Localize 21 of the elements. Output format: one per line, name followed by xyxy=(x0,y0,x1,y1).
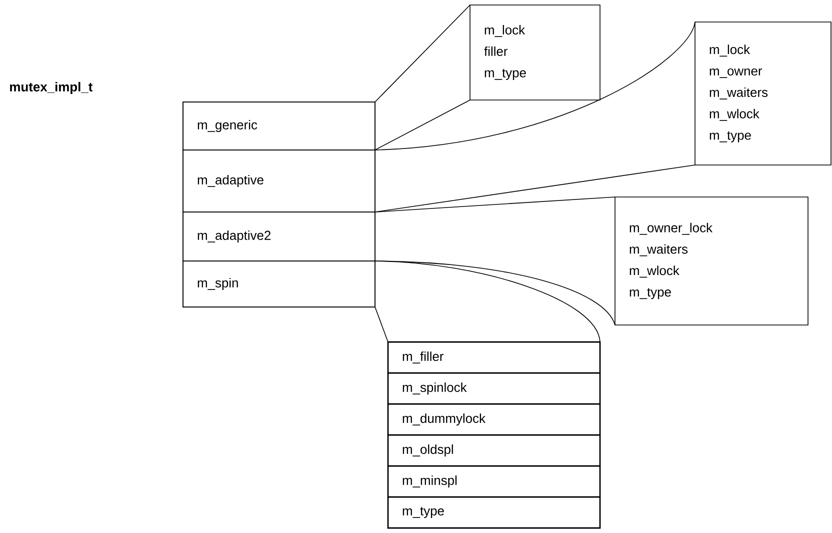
field-cell: m_type xyxy=(387,496,601,529)
struct-box: m_lock filler m_type xyxy=(470,4,600,100)
field-cell: m_filler xyxy=(387,341,601,374)
connector-line xyxy=(374,260,600,342)
field-cell: m_adaptive xyxy=(182,150,376,212)
struct-box: m_lock m_owner m_waiters m_wlock m_type xyxy=(694,22,832,166)
connector-line xyxy=(374,22,696,150)
field-cell: m_minspl xyxy=(387,465,601,498)
field-cell: m_adaptive2 xyxy=(182,212,376,262)
connector-line xyxy=(374,196,616,212)
field-cell: m_oldspl xyxy=(387,434,601,467)
field-cell: m_generic xyxy=(182,102,376,150)
field-cell: m_dummylock xyxy=(387,403,601,436)
struct-box: m_owner_lock m_waiters m_wlock m_type xyxy=(614,196,808,326)
connector-line xyxy=(374,164,696,212)
title: mutex_impl_t xyxy=(10,82,93,94)
field-cell: m_spin xyxy=(182,260,376,308)
connector-line xyxy=(374,4,470,102)
field-cell: m_spinlock xyxy=(387,372,601,405)
connector-line xyxy=(374,100,470,150)
connector-line xyxy=(374,306,388,342)
